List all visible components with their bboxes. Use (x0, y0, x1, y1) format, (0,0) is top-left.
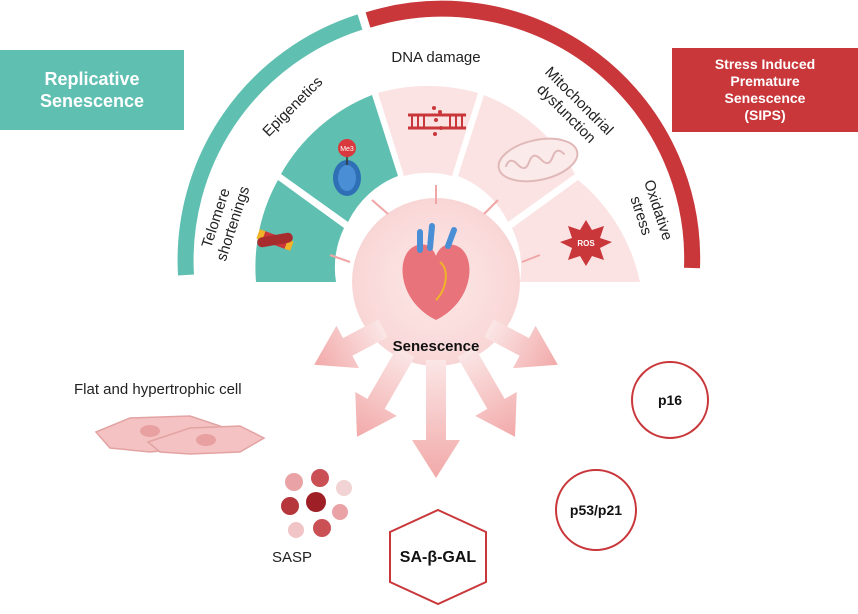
p16-circle (631, 361, 709, 439)
sips-line-4: (SIPS) (744, 107, 786, 123)
replicative-line-2: Senescence (39, 91, 145, 111)
flat-cell-label: Flat and hypertrophic cell (74, 381, 242, 398)
p53-p21-circle (555, 469, 637, 551)
dna-break-icon (408, 106, 466, 136)
histone-icon (333, 139, 361, 196)
ros-burst-icon (560, 220, 612, 266)
ros-label: ROS (577, 239, 595, 248)
chromosome-icon (256, 229, 294, 251)
inward-arrows (329, 185, 541, 263)
segment-telomere (255, 180, 344, 282)
sips-box: Stress Induced Premature Senescence (SIP… (672, 48, 858, 132)
sasp-label: SASP (272, 549, 312, 566)
segment-epigenetics (281, 95, 398, 222)
p16-label: p16 (658, 392, 682, 408)
sips-arc (365, 0, 701, 269)
sa-beta-gal-label: SA-β-GAL (400, 549, 477, 566)
telomere-label: Telomere shortenings (198, 184, 253, 263)
oxidative-label: Oxidative stress (627, 178, 676, 243)
sips-line-2: Premature (730, 73, 800, 89)
replicative-arc (177, 14, 363, 276)
dna-damage-label: DNA damage (391, 49, 480, 66)
heart-icon (402, 223, 470, 320)
p53-p21-label: p53/p21 (570, 502, 622, 518)
hypertrophic-cell-icon (94, 415, 266, 455)
me3-label: Me3 (340, 146, 354, 153)
sa-beta-gal-hexagon (389, 508, 487, 606)
center-label: Senescence (393, 338, 480, 355)
sips-line-3: Senescence (724, 90, 806, 106)
sips-line-1: Stress Induced (714, 56, 816, 72)
sasp-particles-icon (281, 469, 352, 538)
replicative-line-1: Replicative (44, 69, 140, 89)
replicative-senescence-box: Replicative Senescence (0, 50, 184, 130)
outward-arrows (314, 319, 558, 478)
mitochondria-icon (497, 137, 579, 183)
segment-dna (378, 85, 478, 176)
